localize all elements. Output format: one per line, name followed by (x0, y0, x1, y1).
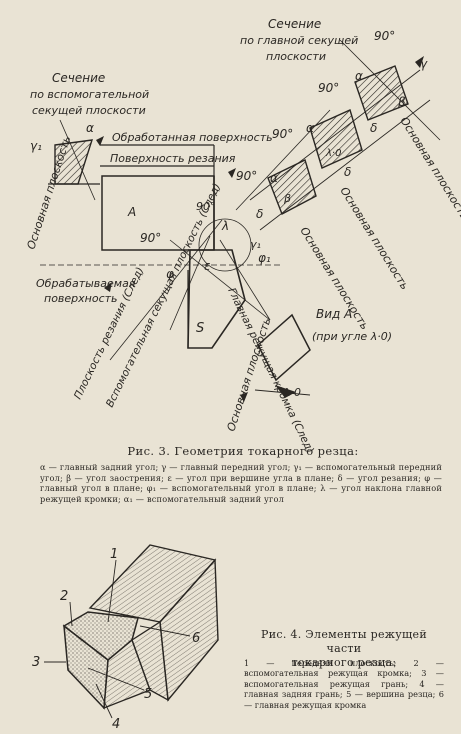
symbol-alpha1: α (86, 121, 94, 135)
section-main-line3: плоскости (266, 50, 326, 63)
number-1: 1 (110, 547, 118, 562)
workpiece-surface-line1: Обрабатываемая (36, 277, 136, 290)
symbol-delta-top: δ (370, 121, 377, 135)
number-6: 6 (192, 631, 200, 646)
view-a-line1: Вид А (316, 307, 352, 321)
section-aux-line3: секущей плоскости (32, 104, 146, 117)
angle-90-section3: 90° (272, 127, 293, 141)
tool-3d-drawing (62, 544, 219, 710)
lambda-0-label: λ·0 (283, 386, 301, 399)
symbol-phi: φ (166, 267, 174, 281)
figure-4-caption-line2: токарного резца: (291, 656, 397, 669)
section-aux-line2: по вспомогательной (30, 88, 149, 101)
view-a-line2: (при угле λ·0) (312, 330, 392, 343)
symbol-alpha-top: α (355, 69, 363, 83)
figure-4-legend: 1 — передняя плоскость; 2 — вспомогатель… (244, 658, 444, 710)
symbol-epsilon: ε (204, 259, 211, 273)
leader-lines (44, 559, 191, 719)
workpiece-surface-line2: поверхность (44, 292, 118, 305)
main-sections-drawing (249, 39, 441, 231)
symbol-phi1: φ₁ (258, 251, 271, 265)
symbol-delta-low: δ (256, 207, 263, 221)
lambda-0-section: λ·0 (325, 148, 341, 159)
figure-4-caption-line1: Рис. 4. Элементы режущей части (261, 628, 427, 655)
number-5: 5 (144, 687, 152, 702)
symbol-gamma-top: γ (420, 57, 428, 71)
number-2: 2 (60, 589, 68, 604)
workpiece-drawing (40, 144, 280, 266)
aux-section-drawing (48, 119, 100, 201)
angle-90-top: 90° (374, 29, 395, 43)
angle-90-workpiece: 90° (196, 200, 216, 213)
symbol-lambda: λ (221, 219, 229, 233)
symbol-beta-low: β (283, 192, 291, 205)
figure-3-legend: α — главный задний угол; γ — главный пер… (40, 462, 442, 504)
section-main-line2: по главной секущей (240, 34, 358, 47)
angle-90-section4: 90° (236, 169, 257, 183)
number-4: 4 (112, 717, 120, 732)
section-main-line1: Сечение (268, 17, 321, 31)
section-aux-line1: Сечение (52, 71, 105, 85)
symbol-gamma1-left: γ₁ (30, 139, 42, 153)
symbol-gamma1-right: γ₁ (250, 238, 261, 251)
figure-3-caption: Рис. 3. Геометрия токарного резца: (127, 444, 359, 458)
angle-90-section2: 90° (318, 81, 339, 95)
symbol-beta-top: β (397, 95, 406, 109)
number-3: 3 (32, 655, 40, 670)
letter-a: А (127, 205, 136, 219)
letter-s: S (196, 321, 204, 336)
cutting-surface-label: Поверхность резания (110, 152, 236, 165)
symbol-alpha-low: α (270, 171, 278, 185)
machined-surface-label: Обработанная поверхность (112, 131, 273, 144)
symbol-alpha-mid: α (306, 121, 314, 135)
angle-90-plan: 90° (140, 231, 161, 245)
symbol-delta-mid: δ (344, 165, 351, 179)
figure-4-caption: Рис. 4. Элементы режущей части токарного… (244, 628, 444, 670)
view-a-drawing (219, 239, 311, 398)
arrow-marks (96, 56, 424, 402)
